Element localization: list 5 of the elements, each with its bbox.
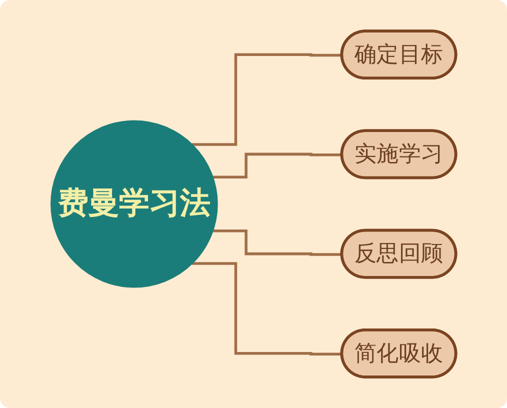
connector [192,53,342,146]
connector [192,262,342,356]
connector [212,152,342,178]
node-circle [50,120,218,288]
connector [212,230,342,256]
